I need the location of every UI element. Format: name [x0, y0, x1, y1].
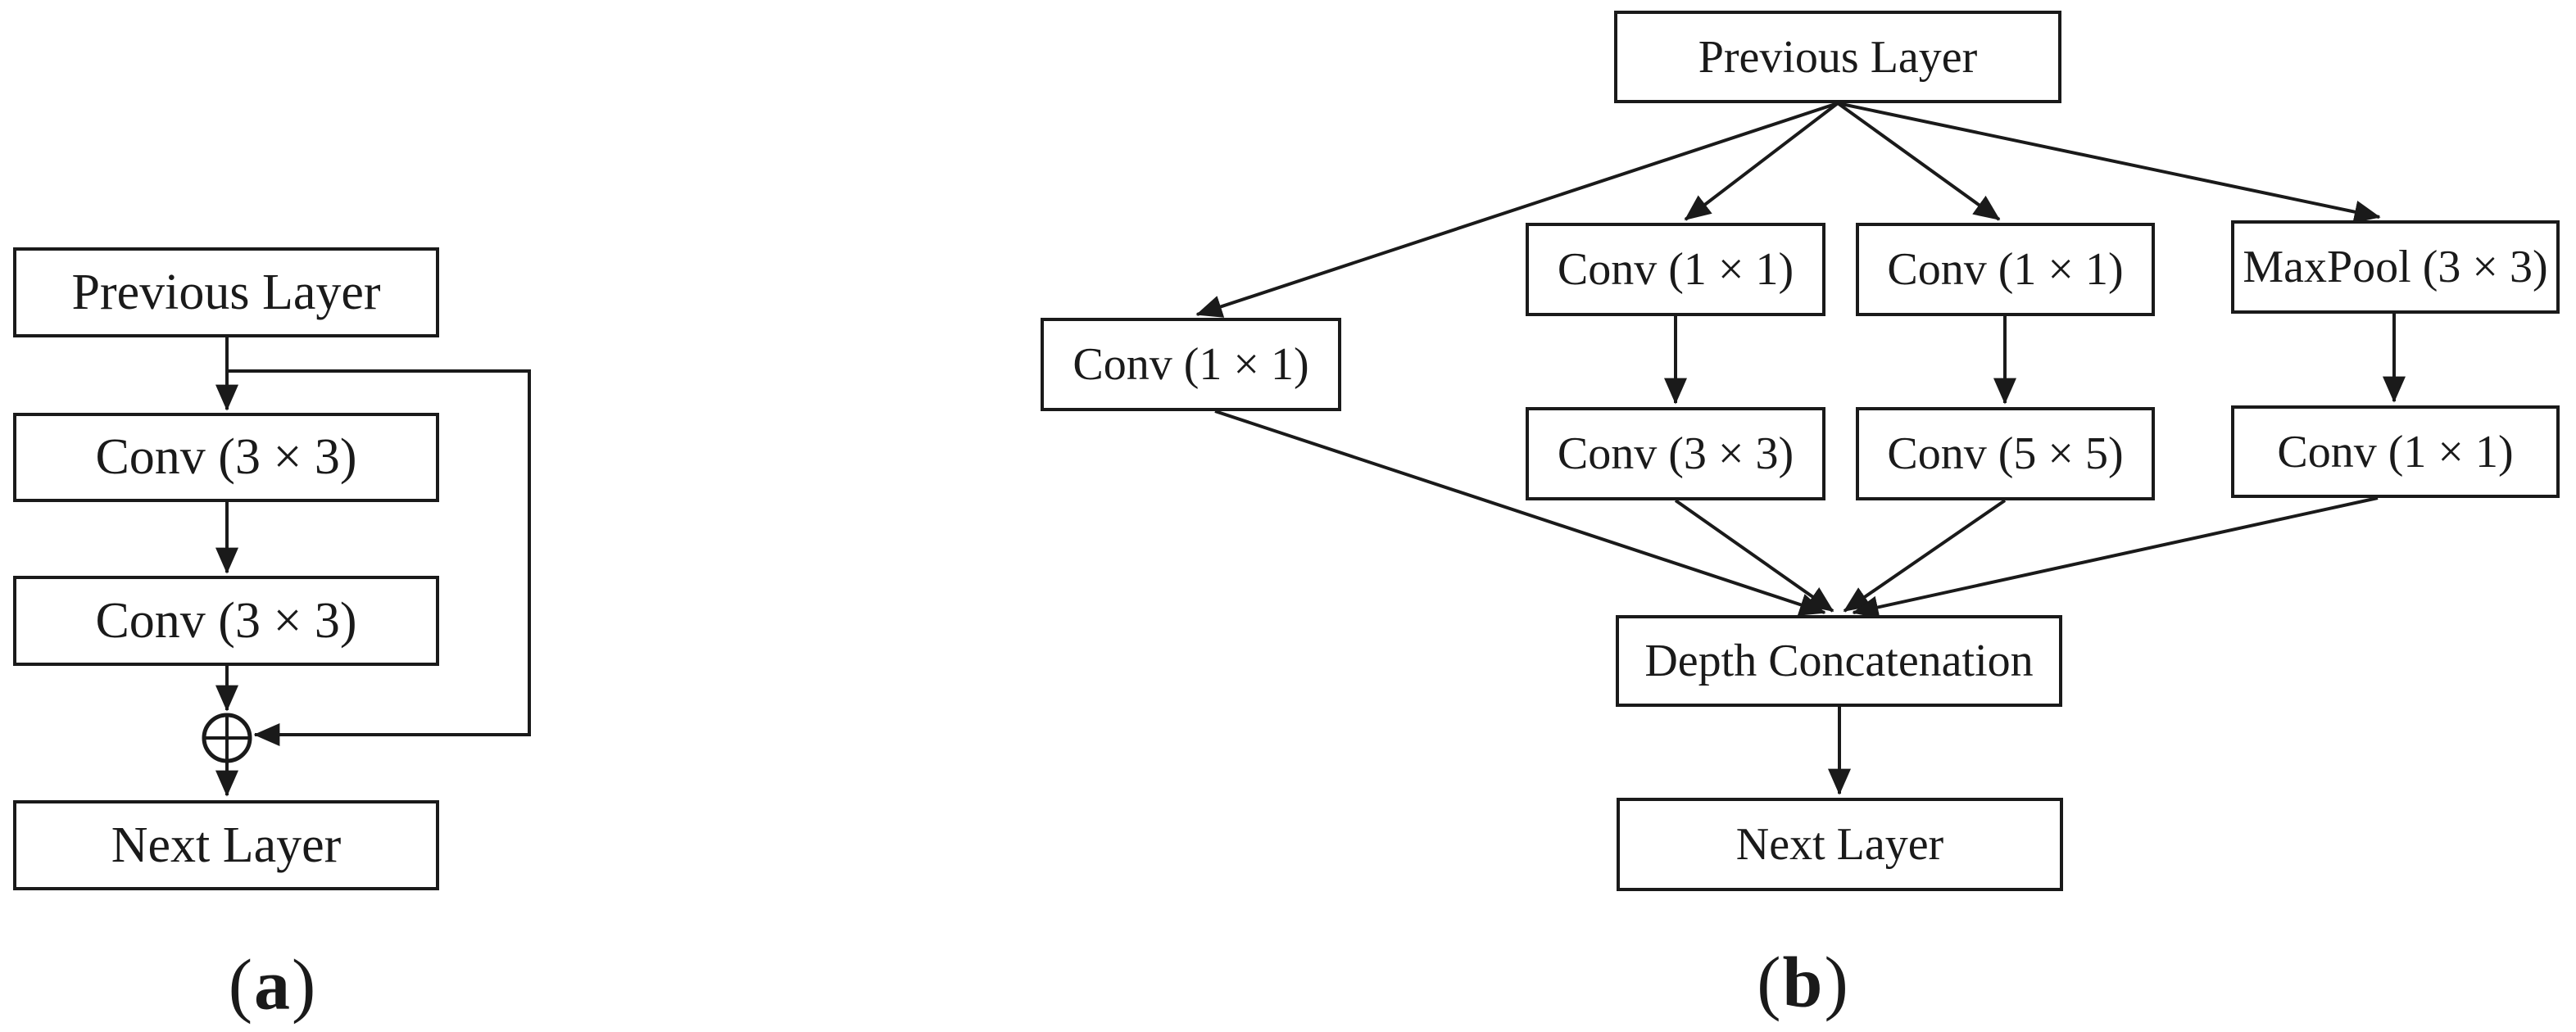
box-b-branch1-conv-1x1: Conv (1 × 1)	[1041, 318, 1341, 411]
caption-a-open-paren: (	[228, 945, 254, 1025]
arrow-b-conv3x3-to-concat	[1674, 499, 1834, 613]
box-b-branch1-conv-1x1-label: Conv (1 × 1)	[1073, 339, 1309, 390]
box-b-branch4-maxpool-3x3-label: MaxPool (3 × 3)	[2243, 242, 2548, 292]
box-b-branch2-conv-3x3: Conv (3 × 3)	[1526, 407, 1825, 500]
caption-b-open-paren: (	[1757, 943, 1783, 1023]
caption-b-letter: b	[1782, 943, 1825, 1023]
box-b-branch4-conv-1x1: Conv (1 × 1)	[2231, 405, 2560, 498]
box-b-branch3-conv-5x5-label: Conv (5 × 5)	[1887, 428, 2124, 479]
sum-icon	[202, 713, 252, 763]
panel-a-connectors	[202, 337, 531, 797]
caption-b-close-paren: )	[1824, 943, 1850, 1023]
box-a-next-layer: Next Layer	[13, 800, 439, 890]
caption-panel-a: (a)	[229, 944, 318, 1027]
box-b-branch2-conv-1x1: Conv (1 × 1)	[1526, 223, 1825, 316]
box-b-branch4-conv-1x1-label: Conv (1 × 1)	[2277, 426, 2514, 478]
box-b-next-layer: Next Layer	[1617, 798, 2063, 891]
panel-b-connectors	[1195, 102, 2406, 795]
box-b-branch3-conv-1x1: Conv (1 × 1)	[1856, 223, 2155, 316]
box-a-conv-3x3-second-label: Conv (3 × 3)	[95, 592, 357, 649]
box-a-next-layer-label: Next Layer	[111, 817, 342, 873]
caption-a-close-paren: )	[292, 945, 318, 1025]
arrow-b-conv5x5-to-concat	[1843, 499, 2007, 613]
arrow-b-prev-to-branch4	[1837, 102, 2381, 224]
arrow-b-branch4conv-to-concat	[1852, 496, 2379, 619]
box-b-branch3-conv-5x5: Conv (5 × 5)	[1856, 407, 2155, 500]
box-a-conv-3x3-first: Conv (3 × 3)	[13, 413, 439, 502]
box-a-conv-3x3-second: Conv (3 × 3)	[13, 576, 439, 666]
caption-a-letter: a	[254, 945, 292, 1025]
box-a-previous-layer-label: Previous Layer	[71, 264, 381, 320]
box-b-previous-layer: Previous Layer	[1614, 11, 2061, 103]
arrow-b-branch1-to-concat	[1214, 410, 1826, 616]
arrow-b-prev-to-branch3	[1836, 102, 2001, 221]
box-a-conv-3x3-first-label: Conv (3 × 3)	[95, 429, 357, 485]
box-b-branch2-conv-3x3-label: Conv (3 × 3)	[1557, 428, 1794, 479]
box-b-branch3-conv-1x1-label: Conv (1 × 1)	[1887, 244, 2124, 295]
box-a-previous-layer: Previous Layer	[13, 247, 439, 337]
box-b-branch2-conv-1x1-label: Conv (1 × 1)	[1557, 244, 1794, 295]
arrow-b-prev-to-branch1	[1195, 102, 1839, 318]
box-b-branch4-maxpool-3x3: MaxPool (3 × 3)	[2231, 220, 2560, 314]
box-b-next-layer-label: Next Layer	[1735, 819, 1944, 870]
box-b-previous-layer-label: Previous Layer	[1698, 31, 1978, 83]
box-b-depth-concatenation: Depth Concatenation	[1616, 615, 2062, 707]
skip-connection-line	[227, 369, 531, 746]
caption-panel-b: (b)	[1757, 942, 1850, 1025]
box-b-depth-concatenation-label: Depth Concatenation	[1644, 636, 2034, 686]
arrow-b-prev-to-branch2	[1684, 102, 1839, 221]
